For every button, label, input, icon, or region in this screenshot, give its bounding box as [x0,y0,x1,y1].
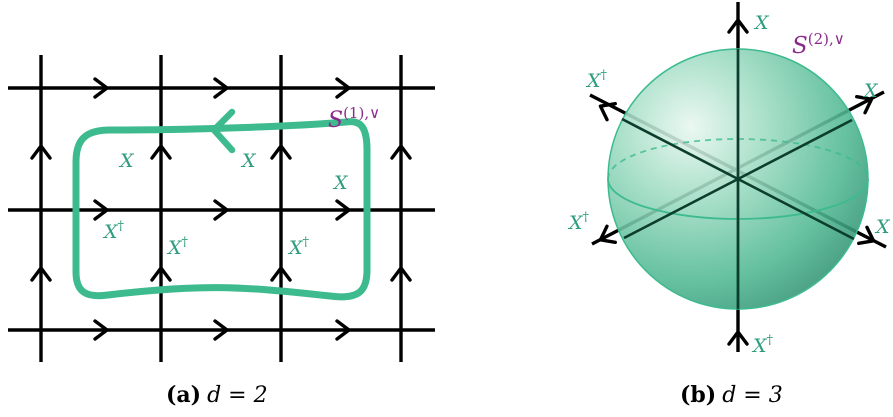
x-dagger-label: X† [102,219,125,243]
caption-a: (a)d = 2 [166,382,268,408]
axis-diagonal-2-inner [623,118,853,240]
x-dagger-label: X† [751,333,774,357]
panel-b-sphere [589,2,887,352]
caption-b: (b)d = 3 [680,382,783,408]
x-label: X [332,172,349,194]
x-dagger-label: X† [585,68,608,92]
x-label: X [874,216,891,238]
loop-s1 [72,118,371,301]
loop-label: S(1),∨ [328,104,380,133]
sphere-equator-back [607,138,869,180]
x-label: X [862,80,879,102]
panel-a-lattice [8,55,435,362]
x-dagger-label: X† [287,235,310,259]
surface-label: S(2),∨ [792,30,845,59]
loop-direction-arrow-icon [210,108,236,154]
x-label: X [240,150,257,172]
x-label: X [753,12,770,34]
x-dagger-label: X† [567,210,590,234]
x-label: X [118,150,135,172]
x-dagger-label: X† [166,235,189,259]
